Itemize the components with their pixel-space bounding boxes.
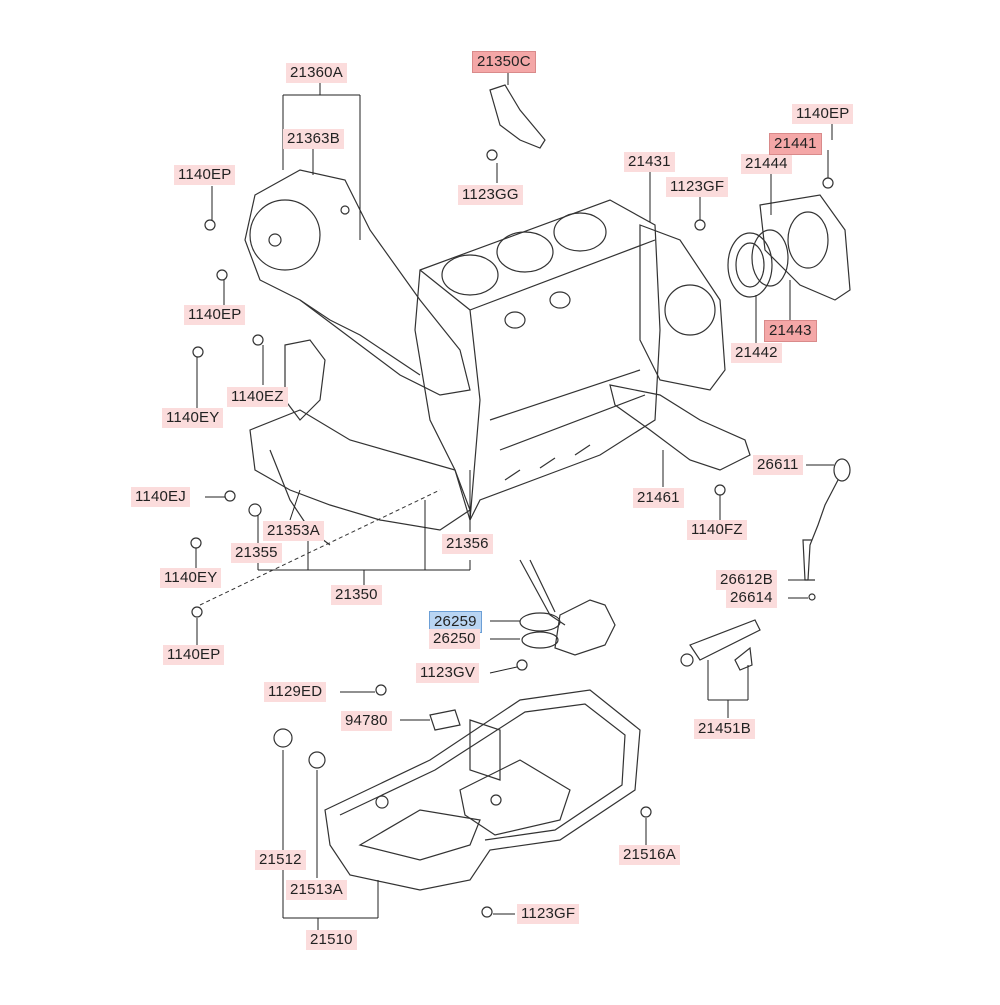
label-1140EP-1[interactable]: 1140EP bbox=[174, 165, 236, 185]
label-21350C[interactable]: 21350C bbox=[472, 51, 536, 73]
label-21350[interactable]: 21350 bbox=[331, 585, 382, 605]
label-1140EP-3[interactable]: 1140EP bbox=[163, 645, 225, 665]
dipstick-drawing bbox=[802, 458, 851, 601]
label-1140EJ[interactable]: 1140EJ bbox=[131, 487, 190, 507]
label-1140EY-1[interactable]: 1140EY bbox=[162, 408, 224, 428]
label-21441[interactable]: 21441 bbox=[769, 133, 822, 155]
bracket-21350c-drawing bbox=[489, 84, 546, 149]
rear-plate-drawing bbox=[639, 177, 851, 391]
label-1140FZ[interactable]: 1140FZ bbox=[687, 520, 747, 540]
label-21353A[interactable]: 21353A bbox=[263, 521, 324, 541]
label-1129ED[interactable]: 1129ED bbox=[264, 682, 327, 702]
label-94780[interactable]: 94780 bbox=[341, 711, 392, 731]
label-21443[interactable]: 21443 bbox=[764, 320, 817, 342]
stiffener-drawing bbox=[609, 384, 751, 471]
label-21444[interactable]: 21444 bbox=[741, 154, 792, 174]
sealant-tube-drawing bbox=[680, 619, 761, 671]
label-21355[interactable]: 21355 bbox=[231, 543, 282, 563]
label-1140EP-2[interactable]: 1140EP bbox=[184, 305, 246, 325]
label-1123GF-1[interactable]: 1123GF bbox=[666, 177, 729, 197]
label-21360A[interactable]: 21360A bbox=[286, 63, 347, 83]
label-21451B[interactable]: 21451B bbox=[694, 719, 755, 739]
label-21510[interactable]: 21510 bbox=[306, 930, 357, 950]
label-21442[interactable]: 21442 bbox=[731, 343, 782, 363]
label-21431[interactable]: 21431 bbox=[624, 152, 675, 172]
label-26614[interactable]: 26614 bbox=[726, 588, 777, 608]
label-21512[interactable]: 21512 bbox=[255, 850, 306, 870]
label-21363B[interactable]: 21363B bbox=[283, 129, 344, 149]
label-21356[interactable]: 21356 bbox=[442, 534, 493, 554]
label-1140EZ[interactable]: 1140EZ bbox=[227, 387, 288, 407]
bolt-1140fz-drawing bbox=[714, 484, 726, 496]
cylinder-block-drawing bbox=[414, 199, 661, 522]
oil-strainer-drawing bbox=[516, 559, 616, 671]
label-26259[interactable]: 26259 bbox=[429, 611, 482, 633]
oil-pan-drawing bbox=[273, 684, 652, 918]
label-21461[interactable]: 21461 bbox=[633, 488, 684, 508]
label-1140EP-4[interactable]: 1140EP bbox=[792, 104, 854, 124]
label-1123GF-2[interactable]: 1123GF bbox=[517, 904, 580, 924]
label-26250[interactable]: 26250 bbox=[429, 629, 480, 649]
label-26611[interactable]: 26611 bbox=[753, 455, 803, 475]
label-1140EY-2[interactable]: 1140EY bbox=[160, 568, 222, 588]
timing-cover-upper-drawing bbox=[244, 169, 471, 396]
label-1123GV[interactable]: 1123GV bbox=[416, 663, 480, 683]
label-21513A[interactable]: 21513A bbox=[286, 880, 347, 900]
label-1123GG[interactable]: 1123GG bbox=[458, 185, 523, 205]
label-26612B[interactable]: 26612B bbox=[716, 570, 777, 590]
leader-lines bbox=[195, 72, 834, 930]
label-21516A[interactable]: 21516A bbox=[619, 845, 680, 865]
timing-cover-lower-drawing bbox=[248, 339, 471, 546]
